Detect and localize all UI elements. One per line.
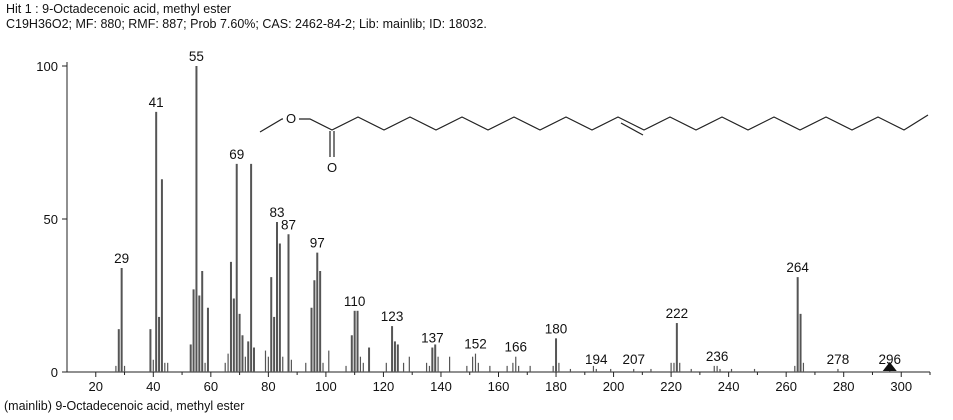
y-tick-label: 0 xyxy=(51,365,58,380)
peak-label: 123 xyxy=(381,309,404,324)
peak-label: 137 xyxy=(421,331,444,346)
x-tick-label: 240 xyxy=(718,379,740,394)
peak-label: 166 xyxy=(504,340,527,355)
peak-label: 110 xyxy=(344,294,366,309)
x-tick-label: 280 xyxy=(833,379,855,394)
x-tick-label: 160 xyxy=(488,379,510,394)
x-tick-label: 20 xyxy=(89,379,103,394)
double-bond-line xyxy=(620,122,644,136)
x-tick-label: 180 xyxy=(545,379,567,394)
peak-label: 55 xyxy=(189,49,204,64)
peak-label: 278 xyxy=(827,352,850,367)
x-tick-label: 40 xyxy=(146,379,160,394)
molecule-chain xyxy=(259,114,929,133)
peak-label: 296 xyxy=(878,352,901,367)
peak-label: 207 xyxy=(622,352,645,367)
x-tick-label: 260 xyxy=(775,379,797,394)
y-tick-label: 50 xyxy=(44,212,58,227)
peak-label: 41 xyxy=(149,95,164,110)
peak-label: 87 xyxy=(281,217,296,232)
molecular-ion-marker xyxy=(882,362,897,371)
x-tick-label: 140 xyxy=(430,379,452,394)
peak-label: 69 xyxy=(229,147,244,162)
x-tick-label: 120 xyxy=(373,379,395,394)
peak-label: 97 xyxy=(310,236,325,251)
y-tick-label: 100 xyxy=(36,59,58,74)
ester-oxygen-label: O xyxy=(286,111,296,126)
peak-label: 264 xyxy=(786,260,809,275)
x-tick-label: 60 xyxy=(204,379,218,394)
peak-label: 236 xyxy=(706,349,729,364)
peak-label: 29 xyxy=(114,251,129,266)
x-tick-label: 300 xyxy=(890,379,912,394)
x-tick-label: 220 xyxy=(660,379,682,394)
peak-label: 222 xyxy=(666,306,689,321)
peak-label: 83 xyxy=(269,205,284,220)
carbonyl-oxygen-label: O xyxy=(327,160,337,175)
mass-spectrum-chart: 0 50 100 20 40 60 80 100 120 140 160 180 200 220 240 26… xyxy=(36,49,931,394)
x-tick-label: 80 xyxy=(261,379,275,394)
x-tick-label: 100 xyxy=(315,379,337,394)
x-tick-label: 200 xyxy=(603,379,625,394)
hit-info: C19H36O2; MF: 880; RMF: 887; Prob 7.60%;… xyxy=(6,17,487,31)
molecule-structure: O O xyxy=(259,110,929,175)
spectrum-bars xyxy=(115,66,891,372)
chart-axes: 0 50 100 20 40 60 80 100 120 140 160 180 200 220 240 26… xyxy=(36,59,931,394)
footer-caption: (mainlib) 9-Octadecenoic acid, methyl es… xyxy=(4,399,245,413)
peak-label: 180 xyxy=(545,321,568,336)
peak-label: 194 xyxy=(585,352,608,367)
peak-label: 152 xyxy=(464,337,487,352)
hit-title: Hit 1 : 9-Octadecenoic acid, methyl este… xyxy=(6,2,232,16)
